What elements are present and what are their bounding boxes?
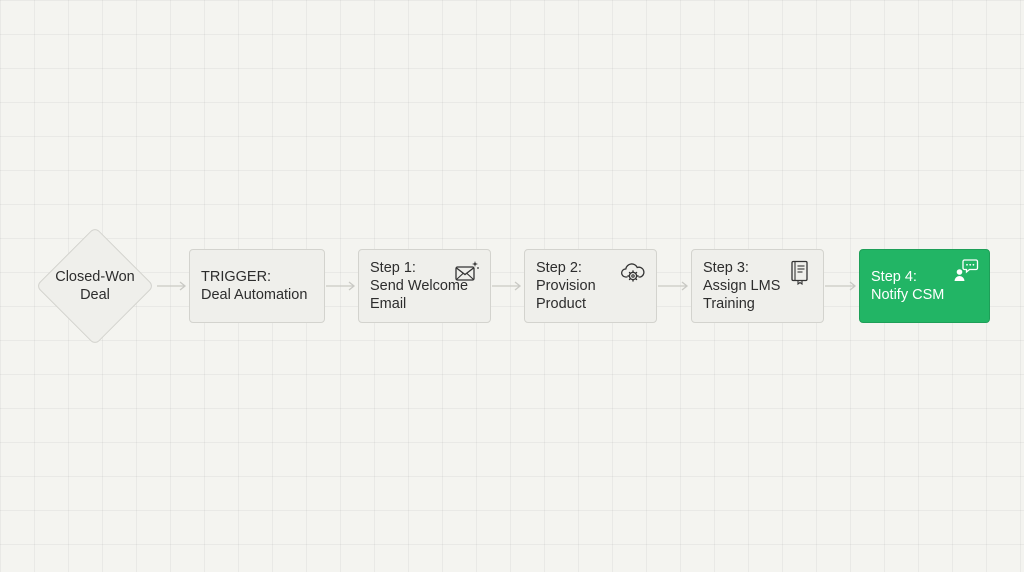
start-node-line: Closed-Won — [55, 269, 135, 285]
node-line: Product — [536, 296, 586, 312]
connector-arrow — [825, 279, 857, 293]
cloud-gear-icon — [620, 259, 646, 285]
start-node-label: Closed-Won Deal — [34, 226, 156, 346]
connector-arrow — [157, 279, 187, 293]
mail-sparkle-icon — [454, 259, 480, 285]
node-text: Step 4: Notify CSM — [871, 250, 944, 322]
node-text: Step 1: Send Welcome Email — [370, 250, 468, 322]
start-decision-node[interactable]: Closed-Won Deal — [34, 226, 156, 346]
node-line: Provision — [536, 278, 596, 294]
node-text: Step 2: Provision Product — [536, 250, 596, 322]
step-4-node[interactable]: Step 4: Notify CSM — [859, 249, 990, 323]
step-3-node[interactable]: Step 3: Assign LMS Training — [691, 249, 824, 323]
connector-arrow — [326, 279, 356, 293]
node-line: Send Welcome — [370, 278, 469, 294]
node-title: Step 4: — [871, 269, 917, 285]
node-text: TRIGGER: Deal Automation — [201, 250, 307, 322]
node-line: Deal Automation — [201, 287, 308, 303]
node-line: Training — [703, 296, 755, 312]
connector-arrow — [492, 279, 522, 293]
node-line: Email — [370, 296, 407, 312]
node-title: Step 1: — [370, 260, 416, 276]
book-icon — [787, 259, 813, 285]
node-line: Notify CSM — [871, 287, 945, 303]
connector-arrow — [658, 279, 689, 293]
node-title: TRIGGER: — [201, 269, 272, 285]
user-chat-icon — [953, 257, 979, 283]
step-1-node[interactable]: Step 1: Send Welcome Email — [358, 249, 491, 323]
trigger-node[interactable]: TRIGGER: Deal Automation — [189, 249, 325, 323]
step-2-node[interactable]: Step 2: Provision Product — [524, 249, 657, 323]
start-node-line: Deal — [80, 287, 110, 303]
node-text: Step 3: Assign LMS Training — [703, 250, 780, 322]
node-title: Step 3: — [703, 260, 749, 276]
node-line: Assign LMS — [703, 278, 781, 294]
node-title: Step 2: — [536, 260, 582, 276]
